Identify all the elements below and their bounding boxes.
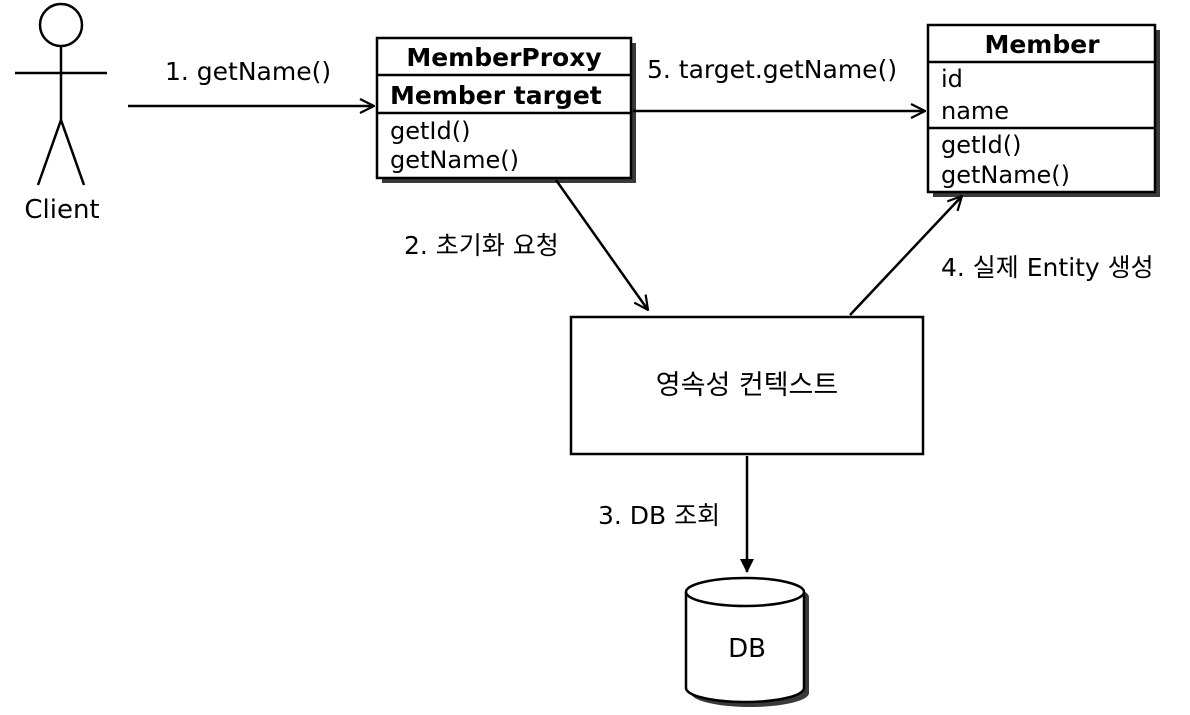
member-method-getname: getName() <box>941 161 1070 189</box>
member-field-id: id <box>941 65 963 93</box>
step2-label: 2. 초기화 요청 <box>404 231 559 260</box>
arrow-step4 <box>849 196 962 316</box>
client-actor: Client <box>15 2 107 225</box>
arrow-step2 <box>554 179 648 310</box>
actor-right-leg <box>59 119 86 186</box>
member-class: Member id name getId() getName() <box>926 23 1160 197</box>
step1-label: 1. getName() <box>165 57 331 86</box>
db-label: DB <box>728 634 766 664</box>
member-method-getid: getId() <box>941 131 1021 159</box>
proxy-method-getname: getName() <box>390 146 519 174</box>
member-field-name: name <box>941 97 1009 125</box>
step4-label: 4. 실제 Entity 생성 <box>941 253 1154 282</box>
proxy-class-name: MemberProxy <box>406 43 601 72</box>
db-body <box>684 592 806 704</box>
actor-left-leg <box>36 119 63 186</box>
member-box <box>926 23 1157 194</box>
actor-head <box>38 2 84 48</box>
step5-label: 5. target.getName() <box>647 55 897 84</box>
actor-label: Client <box>24 195 99 225</box>
persistence-context-box <box>569 315 925 456</box>
step-labels: 1. getName() 2. 초기화 요청 3. DB 조회 4. 실제 En… <box>165 55 1154 530</box>
member-proxy-class: MemberProxy Member target getId() getNam… <box>375 36 636 183</box>
db-top <box>684 576 806 608</box>
proxy-method-getid: getId() <box>390 117 470 145</box>
persistence-context: 영속성 컨텍스트 <box>569 315 925 456</box>
database-cylinder: DB <box>684 576 809 707</box>
member-class-name: Member <box>984 30 1100 59</box>
persistence-context-label: 영속성 컨텍스트 <box>656 370 838 401</box>
proxy-box <box>375 36 633 180</box>
proxy-field-target: Member target <box>390 81 602 110</box>
step3-label: 3. DB 조회 <box>598 501 720 530</box>
arrows <box>128 106 962 573</box>
